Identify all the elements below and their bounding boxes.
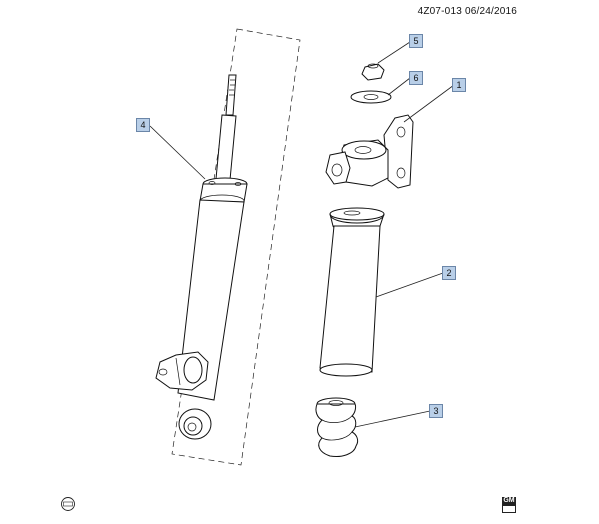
leader-line-3: [354, 410, 431, 428]
gm-logo: GM: [502, 497, 516, 513]
diagram-reference-id: 4Z07-013 06/24/2016: [417, 6, 517, 17]
nut: [361, 63, 385, 81]
leader-line-2: [375, 272, 444, 298]
leader-line-1: [403, 84, 455, 123]
jounce-bumper: [315, 397, 359, 457]
leader-line-5: [377, 41, 411, 64]
upper-mount: [325, 114, 414, 189]
callout-4[interactable]: 4: [136, 118, 150, 132]
callout-3[interactable]: 3: [429, 404, 443, 418]
dust-boot: [319, 207, 385, 377]
callout-6[interactable]: 6: [409, 71, 423, 85]
callout-2[interactable]: 2: [442, 266, 456, 280]
alignment-dashed-outline: [171, 28, 301, 466]
leader-line-4: [149, 125, 206, 180]
shock-absorber: [155, 74, 248, 440]
callout-1[interactable]: 1: [452, 78, 466, 92]
washer: [350, 90, 392, 104]
callout-5[interactable]: 5: [409, 34, 423, 48]
db-badge-icon: [61, 497, 75, 511]
leader-line-6: [387, 77, 411, 96]
